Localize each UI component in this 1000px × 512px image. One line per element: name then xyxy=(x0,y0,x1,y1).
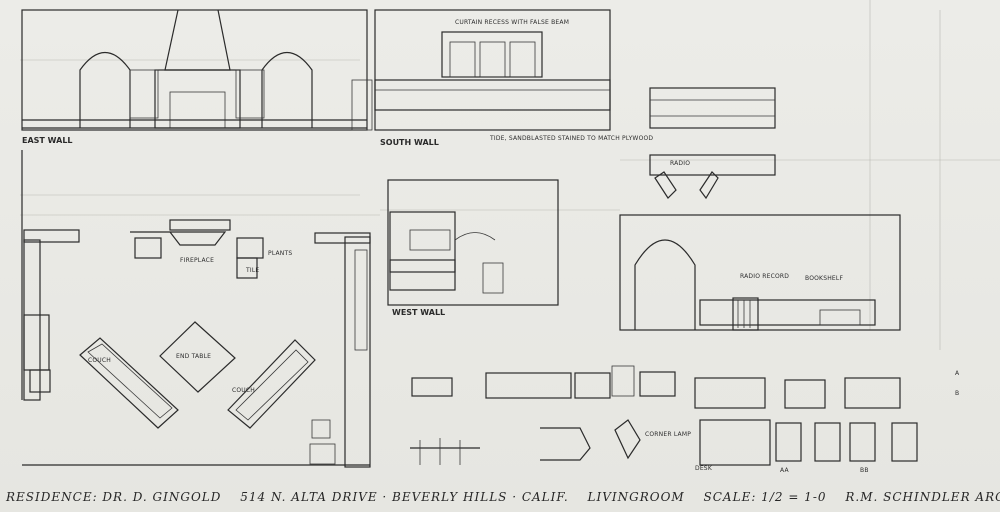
radio-record-note: RADIO RECORD xyxy=(740,273,789,280)
cabinet-section: RADIO xyxy=(649,87,776,200)
west-wall-elevation: WEST WALL xyxy=(387,179,559,317)
sandblast-note: TIDE, SANDBLASTED STAINED TO MATCH PLYWO… xyxy=(489,135,653,142)
end-table-note: END TABLE xyxy=(176,353,211,360)
room-name: LIVINGROOM xyxy=(587,490,685,504)
fireplace-note: FIREPLACE xyxy=(180,257,214,264)
section-a-label: A xyxy=(955,370,960,377)
east-wall-label: EAST WALL xyxy=(22,136,73,145)
client-name: RESIDENCE: DR. D. GINGOLD xyxy=(6,490,222,504)
south-wall-label: SOUTH WALL xyxy=(380,138,439,147)
corner-lamp-note: CORNER LAMP xyxy=(645,431,691,438)
section-b-label: B xyxy=(955,390,959,397)
floor-plan: FIREPLACE PLANTS TILE COUCH COUCH END TA… xyxy=(21,150,371,468)
section-aa-label: AA xyxy=(780,467,789,474)
tile-note: TILE xyxy=(245,267,259,274)
address: 514 N. ALTA DRIVE · BEVERLY HILLS · CALI… xyxy=(240,490,569,504)
bookshelf-elevation: RADIO RECORD BOOKSHELF xyxy=(619,214,901,331)
scale: SCALE: 1/2 = 1-0 xyxy=(703,490,827,504)
couch-note-left: COUCH xyxy=(88,357,111,364)
south-wall-elevation: CURTAIN RECESS WITH FALSE BEAM TIDE, SAN… xyxy=(351,9,653,147)
west-wall-label: WEST WALL xyxy=(392,308,445,317)
desk-note: DESK xyxy=(695,465,713,472)
architect: R.M. SCHINDLER ARCH. xyxy=(845,490,1000,504)
furniture-details: CORNER LAMP DESK AA BB A B xyxy=(410,365,960,474)
east-wall-elevation: EAST WALL xyxy=(21,9,368,145)
couch-note-right: COUCH xyxy=(232,387,255,394)
faint-guidelines xyxy=(20,0,1000,350)
radio-note: RADIO xyxy=(670,160,690,167)
curtain-note: CURTAIN RECESS WITH FALSE BEAM xyxy=(455,19,569,26)
bookshelf-note: BOOKSHELF xyxy=(805,275,843,282)
title-block: RESIDENCE: DR. D. GINGOLD 514 N. ALTA DR… xyxy=(6,490,1000,510)
section-bb-label: BB xyxy=(860,467,869,474)
plants-note: PLANTS xyxy=(268,250,292,257)
